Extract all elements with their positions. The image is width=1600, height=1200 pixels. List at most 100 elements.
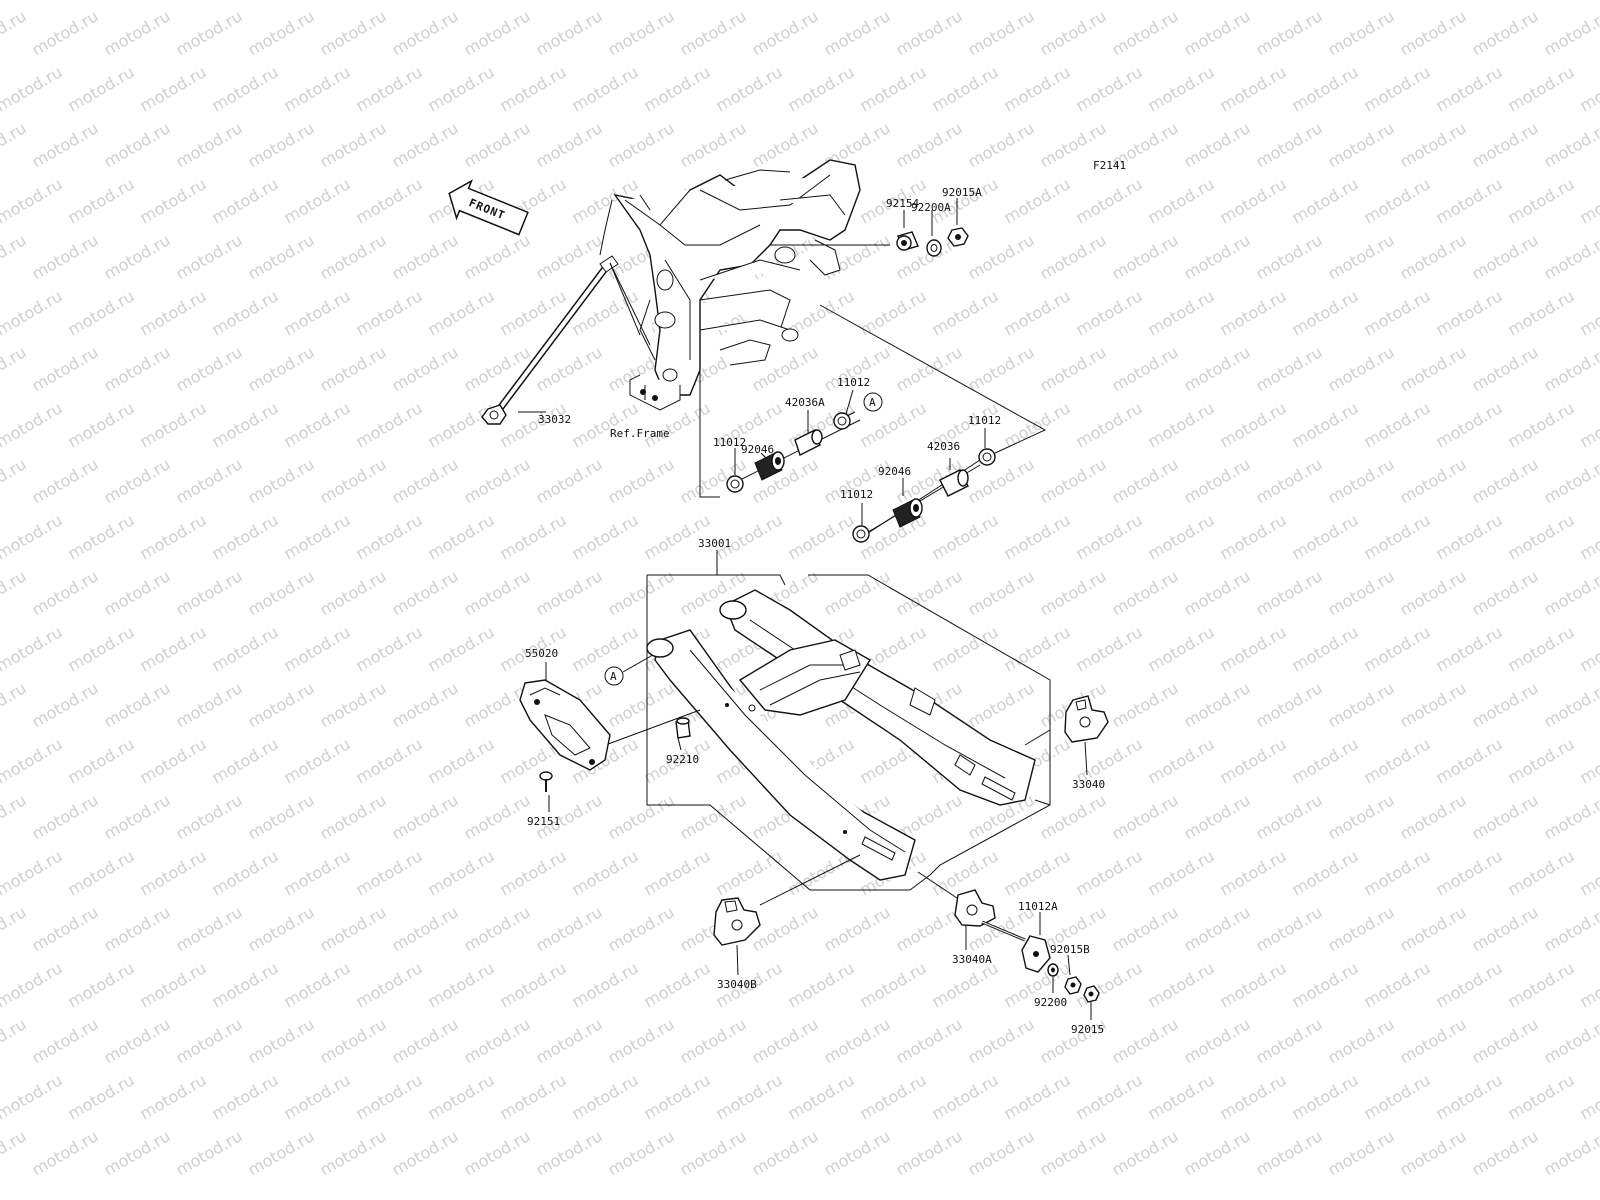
watermark-text: motod.ru <box>173 566 246 619</box>
watermark-text: motod.ru <box>1433 1070 1506 1123</box>
watermark-text: motod.ru <box>1397 230 1470 283</box>
watermark-text: motod.ru <box>1109 230 1182 283</box>
watermark-text: motod.ru <box>461 1014 534 1067</box>
watermark-text: motod.ru <box>1397 790 1470 843</box>
watermark-text: motod.ru <box>857 0 930 3</box>
watermark-text: motod.ru <box>389 6 462 59</box>
watermark-text: motod.ru <box>1505 398 1578 451</box>
collar-92210 <box>675 717 691 739</box>
watermark-text: motod.ru <box>245 342 318 395</box>
watermark-text: motod.ru <box>1181 566 1254 619</box>
watermark-text: motod.ru <box>137 734 210 787</box>
chain-guard-55020 <box>519 679 611 771</box>
watermark-text: motod.ru <box>353 510 426 563</box>
watermark-text: motod.ru <box>65 510 138 563</box>
nut-92015A <box>947 227 969 247</box>
watermark-text: motod.ru <box>173 230 246 283</box>
watermark-text: motod.ru <box>965 6 1038 59</box>
watermark-text: motod.ru <box>317 902 390 955</box>
watermark-text: motod.ru <box>1325 454 1398 507</box>
watermark-text: motod.ru <box>713 846 786 899</box>
watermark-text: motod.ru <box>1325 902 1398 955</box>
watermark-text: motod.ru <box>1577 0 1600 3</box>
watermark-text: motod.ru <box>1433 398 1506 451</box>
watermark-text: motod.ru <box>389 342 462 395</box>
watermark-text: motod.ru <box>1577 958 1600 1011</box>
watermark-text: motod.ru <box>1253 1126 1326 1179</box>
watermark-text: motod.ru <box>353 174 426 227</box>
watermark-text: motod.ru <box>461 1126 534 1179</box>
watermark-text: motod.ru <box>605 790 678 843</box>
watermark-text: motod.ru <box>425 510 498 563</box>
watermark-text: motod.ru <box>1109 1014 1182 1067</box>
watermark-text: motod.ru <box>1505 958 1578 1011</box>
watermark-text: motod.ru <box>1073 958 1146 1011</box>
watermark-text: motod.ru <box>1145 62 1218 115</box>
watermark-text: motod.ru <box>965 342 1038 395</box>
watermark-text: motod.ru <box>1433 62 1506 115</box>
watermark-text: motod.ru <box>29 566 102 619</box>
watermark-text: motod.ru <box>1001 286 1074 339</box>
watermark-text: motod.ru <box>1397 678 1470 731</box>
watermark-text: motod.ru <box>29 678 102 731</box>
watermark-text: motod.ru <box>929 958 1002 1011</box>
watermark-text: motod.ru <box>1037 342 1110 395</box>
watermark-text: motod.ru <box>929 62 1002 115</box>
label-leaders <box>518 198 986 525</box>
watermark-text: motod.ru <box>65 0 138 3</box>
watermark-text: motod.ru <box>245 1126 318 1179</box>
watermark-text: motod.ru <box>29 342 102 395</box>
watermark-text: motod.ru <box>281 510 354 563</box>
watermark-text: motod.ru <box>1361 734 1434 787</box>
watermark-text: motod.ru <box>461 902 534 955</box>
watermark-text: motod.ru <box>173 790 246 843</box>
watermark-text: motod.ru <box>497 958 570 1011</box>
watermark-text: motod.ru <box>821 1126 894 1179</box>
watermark-text: motod.ru <box>389 1126 462 1179</box>
watermark-text: motod.ru <box>317 678 390 731</box>
label-42036A: 42036A <box>785 396 825 409</box>
watermark-text: motod.ru <box>1073 398 1146 451</box>
watermark-text: motod.ru <box>0 62 66 115</box>
watermark-text: motod.ru <box>1217 286 1290 339</box>
watermark-text: motod.ru <box>281 398 354 451</box>
watermark-text: motod.ru <box>1541 1126 1600 1179</box>
watermark-text: motod.ru <box>893 566 966 619</box>
watermark-text: motod.ru <box>0 118 30 171</box>
watermark-text: motod.ru <box>677 790 750 843</box>
watermark-text: motod.ru <box>281 846 354 899</box>
watermark-text: motod.ru <box>29 118 102 171</box>
watermark-text: motod.ru <box>1037 790 1110 843</box>
watermark-text: motod.ru <box>245 6 318 59</box>
watermark-text: motod.ru <box>317 1014 390 1067</box>
watermark-text: motod.ru <box>1361 174 1434 227</box>
watermark-text: motod.ru <box>965 454 1038 507</box>
watermark-text: motod.ru <box>1577 62 1600 115</box>
watermark-text: motod.ru <box>1469 566 1542 619</box>
label-55020: 55020 <box>525 647 558 660</box>
watermark-text: motod.ru <box>1145 286 1218 339</box>
watermark-text: motod.ru <box>677 118 750 171</box>
watermark-text: motod.ru <box>0 1126 30 1179</box>
watermark-text: motod.ru <box>461 230 534 283</box>
watermark-text: motod.ru <box>209 622 282 675</box>
watermark-text: motod.ru <box>1145 398 1218 451</box>
watermark-text: motod.ru <box>1181 230 1254 283</box>
watermark-text: motod.ru <box>533 566 606 619</box>
watermark-text: motod.ru <box>1469 118 1542 171</box>
watermark-text: motod.ru <box>1541 6 1600 59</box>
watermark-text: motod.ru <box>1037 6 1110 59</box>
seal-11012-c <box>978 448 996 466</box>
watermark-text: motod.ru <box>209 174 282 227</box>
watermark-text: motod.ru <box>101 902 174 955</box>
watermark-text: motod.ru <box>1181 902 1254 955</box>
watermark-text: motod.ru <box>605 902 678 955</box>
watermark-text: motod.ru <box>245 1014 318 1067</box>
watermark-text: motod.ru <box>1001 398 1074 451</box>
collar-92154 <box>896 231 919 251</box>
watermark-text: motod.ru <box>1217 1070 1290 1123</box>
watermark-text: motod.ru <box>425 734 498 787</box>
watermark-text: motod.ru <box>1505 1070 1578 1123</box>
watermark-text: motod.ru <box>137 398 210 451</box>
watermark-text: motod.ru <box>425 286 498 339</box>
